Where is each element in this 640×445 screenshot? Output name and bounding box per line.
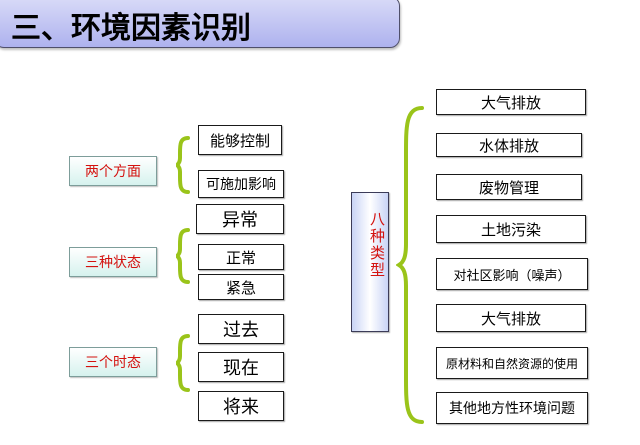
item-emergency: 紧急: [198, 274, 284, 300]
item-future: 将来: [198, 391, 284, 421]
item-normal: 正常: [198, 244, 284, 270]
type-item-7: 原材料和自然资源的使用: [436, 347, 588, 379]
slide-title: 三、环境因素识别: [11, 11, 251, 46]
type-item-2: 水体排放: [436, 133, 582, 157]
category-eight-types: 八种类型: [351, 192, 389, 332]
type-item-6: 大气排放: [436, 304, 586, 332]
brace-three-tenses: [176, 334, 190, 392]
category-three-states: 三种状态: [69, 247, 157, 277]
type-item-3: 废物管理: [436, 174, 582, 200]
category-two-aspects: 两个方面: [69, 156, 157, 186]
item-abnormal: 异常: [196, 204, 284, 234]
item-past: 过去: [198, 314, 284, 344]
item-influenceable: 可施加影响: [198, 170, 284, 198]
brace-two-aspects: [176, 136, 190, 194]
brace-eight-types: [396, 106, 424, 424]
brace-three-states: [176, 228, 190, 284]
slide-title-banner: 三、环境因素识别: [0, 0, 400, 48]
type-item-5: 对社区影响（噪声）: [436, 258, 588, 290]
item-controllable: 能够控制: [198, 125, 282, 155]
item-present: 现在: [198, 352, 284, 382]
type-item-8: 其他地方性环境问题: [436, 392, 588, 424]
category-eight-types-label: 八种类型: [368, 211, 386, 279]
type-item-1: 大气排放: [436, 89, 586, 115]
category-three-tenses: 三个时态: [69, 347, 157, 377]
type-item-4: 土地污染: [436, 215, 586, 243]
